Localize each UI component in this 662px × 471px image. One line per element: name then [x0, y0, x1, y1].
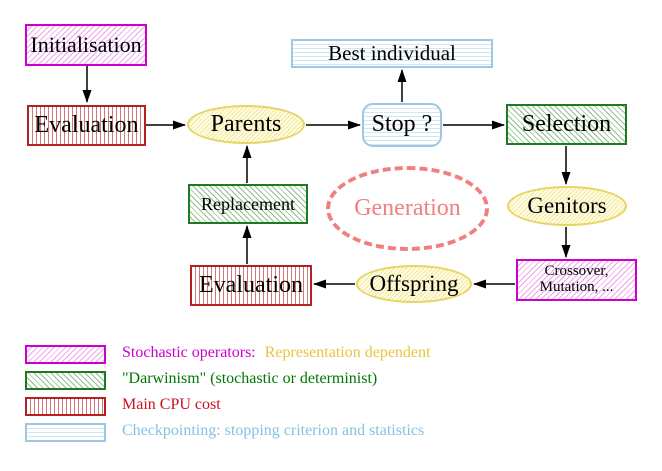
node-offspring: Offspring: [356, 265, 472, 303]
legend-swatch-darwinism: [25, 371, 106, 390]
legend-text-stochastic: Stochastic operators:: [122, 344, 256, 361]
legend-label-darwinism: "Darwinism" (stochastic or determinist): [122, 370, 378, 387]
legend-label-checkpointing: Checkpointing: stopping criterion and st…: [122, 422, 425, 439]
node-evaluation-top: Evaluation: [27, 105, 146, 146]
node-selection: Selection: [506, 104, 627, 145]
legend-label-cpu-cost: Main CPU cost: [122, 396, 221, 413]
node-crossover-mutation: Crossover, Mutation, ...: [516, 259, 637, 301]
node-parents: Parents: [187, 105, 305, 144]
node-evaluation-bottom: Evaluation: [190, 265, 312, 306]
node-best-individual: Best individual: [291, 39, 493, 68]
crossover-line2: Mutation, ...: [539, 279, 614, 295]
node-genitors: Genitors: [507, 186, 627, 226]
legend-swatch-checkpointing: [25, 423, 106, 442]
crossover-line1: Crossover,: [544, 263, 609, 280]
legend-label-stochastic-operators: Stochastic operators: Representation depe…: [122, 344, 430, 362]
node-replacement: Replacement: [188, 184, 308, 224]
legend-swatch-cpu-cost: [25, 397, 106, 416]
legend-swatch-stochastic-operators: [25, 345, 106, 364]
node-initialisation: Initialisation: [25, 24, 147, 66]
legend-text-representation-dependent: Representation dependent: [264, 344, 431, 361]
node-stop: Stop ?: [362, 103, 442, 147]
node-generation-cycle: Generation: [326, 166, 489, 251]
